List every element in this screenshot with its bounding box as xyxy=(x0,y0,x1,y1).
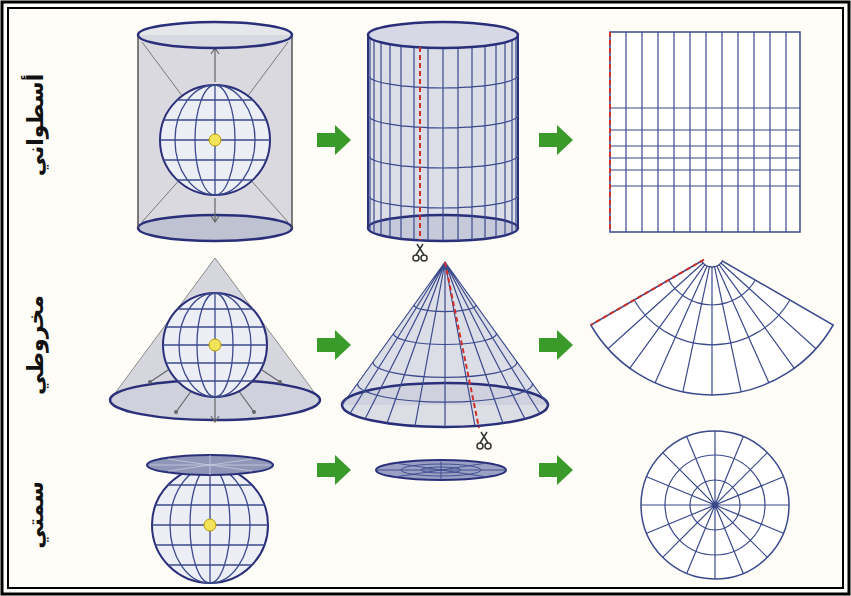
fan-grid xyxy=(608,263,816,395)
map-meridians xyxy=(641,431,789,579)
map-grid xyxy=(610,32,800,232)
projection-plane xyxy=(376,460,506,480)
globe xyxy=(160,85,270,195)
plane-grid xyxy=(150,455,270,475)
light-bulb xyxy=(209,339,221,351)
globe-grid xyxy=(152,467,268,583)
cone-meridians xyxy=(342,262,548,427)
cylinder-side xyxy=(137,35,139,228)
scissors-handle xyxy=(421,255,427,261)
azimuthal-map xyxy=(641,431,789,579)
map-disc xyxy=(641,431,789,579)
row-label: سمتي xyxy=(23,481,49,549)
cut-line xyxy=(445,262,479,428)
row-label: أسطواني xyxy=(23,74,49,176)
cut-line xyxy=(419,47,421,240)
cut-line xyxy=(609,32,611,232)
fan-sheet xyxy=(591,261,833,395)
light-bulb xyxy=(209,134,221,146)
globe xyxy=(152,467,268,583)
globe-grid xyxy=(163,293,267,397)
ray-arrowhead xyxy=(211,416,219,422)
plane-with-globe xyxy=(147,455,273,583)
map-parallel xyxy=(665,455,765,555)
inner-frame xyxy=(8,8,843,588)
globe-grid xyxy=(160,85,270,195)
green-arrow xyxy=(317,330,351,360)
scissors-blades xyxy=(480,432,488,443)
projection-rays xyxy=(142,42,288,222)
scissors-blades xyxy=(416,244,424,255)
plane-grid xyxy=(376,460,506,480)
cone-parallels xyxy=(358,305,533,402)
cylinder-with-globe xyxy=(138,22,292,241)
globe xyxy=(163,293,267,397)
cylinder-side xyxy=(291,35,293,228)
map-parallel xyxy=(690,480,740,530)
cylinder-top xyxy=(368,22,518,48)
cone-body xyxy=(110,258,320,400)
green-arrow xyxy=(317,455,351,485)
map-sheet xyxy=(610,32,800,232)
green-arrow xyxy=(539,125,573,155)
light-bulb xyxy=(204,519,216,531)
cylinder-grid xyxy=(368,38,518,241)
scissors xyxy=(413,244,427,261)
scissors-handle xyxy=(413,255,419,261)
cylinder-body xyxy=(138,35,292,228)
green-arrow xyxy=(539,330,573,360)
scissors xyxy=(477,432,491,449)
plane-detached xyxy=(376,460,506,480)
scissors-handle xyxy=(485,443,491,449)
green-arrow xyxy=(539,455,573,485)
green-arrow xyxy=(317,125,351,155)
cylinder-cut xyxy=(368,22,518,261)
projection-plane xyxy=(147,455,273,475)
scissors-handle xyxy=(477,443,483,449)
unrolled-cone-map xyxy=(591,260,833,395)
cone-cut xyxy=(342,262,548,449)
cut-line xyxy=(591,260,704,325)
unrolled-cylinder-map xyxy=(610,32,800,232)
cone-with-globe xyxy=(110,258,320,422)
row-label: مخروطي xyxy=(23,295,49,395)
cylinder-top xyxy=(138,22,292,48)
